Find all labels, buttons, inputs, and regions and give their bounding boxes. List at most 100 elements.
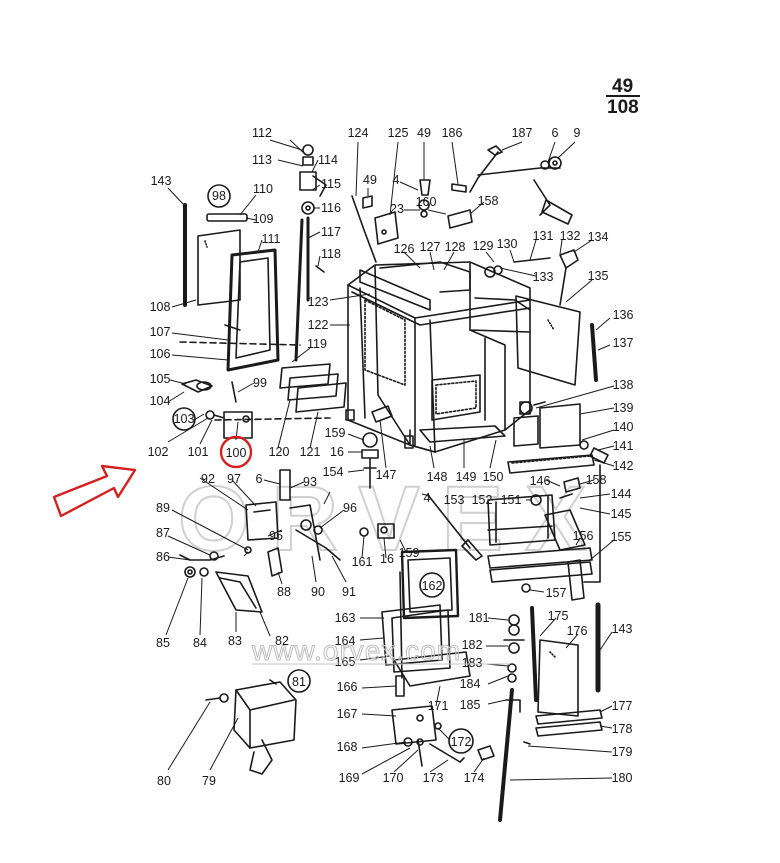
callout-label: 108 [150, 300, 171, 314]
callout-label: 158 [586, 473, 607, 487]
callout-label: 98 [212, 189, 226, 203]
callout-label: 137 [613, 336, 634, 350]
callout-label: 121 [300, 445, 321, 459]
door-assembly [179, 203, 331, 421]
callout-label: 167 [337, 707, 358, 721]
right-hardware [507, 401, 609, 474]
callout-label: 99 [253, 376, 267, 390]
callout-label: 117 [321, 225, 341, 239]
callout-label-highlighted: 100 [226, 446, 247, 460]
callout-label: 102 [148, 445, 169, 459]
callout-label: 80 [157, 774, 171, 788]
callout-label: 84 [193, 636, 207, 650]
callout-label: 87 [156, 526, 170, 540]
callout-label: 126 [394, 242, 415, 256]
callout-label: 134 [588, 230, 609, 244]
callout-label: 156 [573, 529, 594, 543]
pedal-bracket [205, 679, 297, 775]
callout-label: 104 [150, 394, 171, 408]
leader-lines [165, 139, 615, 781]
callout-label: 147 [376, 468, 397, 482]
callout-label: 181 [469, 611, 490, 625]
callout-label: 161 [352, 555, 373, 569]
callout-label: 88 [277, 585, 291, 599]
callout-label: 83 [228, 634, 242, 648]
seat-assembly [381, 548, 495, 767]
page-reference: 49 108 [606, 76, 640, 118]
callout-label: 81 [292, 675, 306, 689]
callout-label: 185 [460, 698, 481, 712]
callout-label: 123 [308, 295, 329, 309]
callout-label: 146 [530, 474, 551, 488]
page-ref-top: 49 [612, 76, 633, 97]
callout-label: 113 [252, 153, 272, 167]
callout-label: 173 [423, 771, 444, 785]
callout-label: 157 [546, 586, 567, 600]
callout-label: 187 [512, 126, 533, 140]
callout-label: 114 [318, 153, 338, 167]
callout-label: 122 [308, 318, 329, 332]
callout-label: 144 [611, 487, 632, 501]
callout-label: 152 [472, 493, 493, 507]
callout-label: 155 [611, 530, 632, 544]
callout-label: 127 [420, 240, 441, 254]
callout-label: 96 [343, 501, 357, 515]
callout-label: 6 [552, 126, 559, 140]
callout-labels: 112 113 114 115 116 117 118 124 125 49 1… [148, 126, 634, 788]
callout-label: 143 [612, 622, 633, 636]
callout-label: 124 [348, 126, 369, 140]
callout-label: 106 [150, 347, 171, 361]
callout-label: 183 [462, 656, 483, 670]
callout-label: 141 [613, 439, 634, 453]
callout-label: 186 [442, 126, 463, 140]
callout-label: 174 [464, 771, 485, 785]
callout-label: 93 [303, 475, 317, 489]
callout-label: 170 [383, 771, 404, 785]
callout-label: 129 [473, 239, 494, 253]
callout-label: 139 [613, 401, 634, 415]
callout-label: 182 [462, 638, 483, 652]
callout-label: 176 [567, 624, 588, 638]
callout-label: 49 [417, 126, 431, 140]
callout-label: 184 [460, 677, 481, 691]
callout-label: 175 [548, 609, 569, 623]
callout-label: 171 [428, 699, 449, 713]
callout-label: 135 [588, 269, 609, 283]
callout-label: 162 [422, 579, 443, 593]
callout-label: 149 [456, 470, 477, 484]
callout-label: 153 [444, 493, 465, 507]
watermark-url: www.orvex.com [251, 635, 461, 666]
callout-label: 179 [612, 745, 633, 759]
callout-label: 101 [188, 445, 209, 459]
right-bottom-hardware [498, 602, 603, 822]
callout-label: 103 [174, 412, 195, 426]
callout-label: 154 [323, 465, 344, 479]
callout-label: 169 [339, 771, 360, 785]
callout-label: 131 [533, 229, 554, 243]
callout-label: 163 [335, 611, 356, 625]
callout-label: 136 [613, 308, 634, 322]
callout-label: 177 [612, 699, 633, 713]
callout-label: 143 [151, 174, 172, 188]
callout-label: 6 [256, 472, 263, 486]
callout-label: 138 [613, 378, 634, 392]
callout-label: 168 [337, 740, 358, 754]
callout-label: 116 [321, 201, 341, 215]
callout-label: 16 [380, 552, 394, 566]
upper-hardware [351, 145, 598, 386]
callout-label: 9 [574, 126, 581, 140]
callout-label: 97 [227, 472, 241, 486]
callout-label: 109 [253, 212, 274, 226]
callout-label: 133 [533, 270, 554, 284]
callout-label: 125 [388, 126, 409, 140]
callout-label: 118 [321, 247, 341, 261]
circled-references [172, 184, 474, 754]
side-panels [279, 363, 347, 413]
callout-label: 164 [335, 634, 356, 648]
callout-label: 90 [311, 585, 325, 599]
callout-label: 150 [483, 470, 504, 484]
lower-left-hardware [179, 469, 341, 613]
callout-label: 159 [399, 546, 420, 560]
